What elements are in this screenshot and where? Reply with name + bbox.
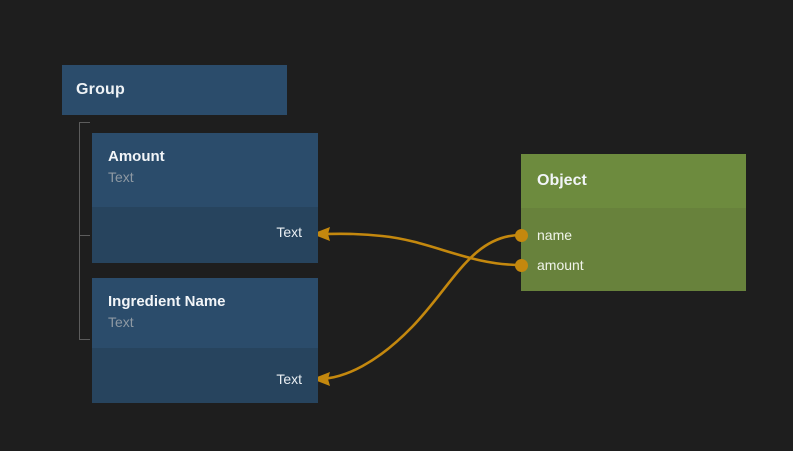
- edge-path: [316, 232, 523, 267]
- node-amount-subtitle: Text: [108, 169, 134, 185]
- circle-port-icon-amount[interactable]: [515, 259, 528, 272]
- circle-port-icon-name[interactable]: [515, 229, 528, 242]
- group-header[interactable]: Group: [62, 65, 287, 115]
- node-object-output-amount[interactable]: amount: [537, 257, 584, 273]
- edge-name-to-ingredient: [312, 233, 523, 386]
- node-amount[interactable]: Amount Text Text: [92, 133, 318, 263]
- node-ingredient-name-port-label[interactable]: Text: [276, 371, 302, 387]
- node-object-output-name[interactable]: name: [537, 227, 573, 243]
- node-amount-title: Amount: [108, 148, 165, 165]
- node-ingredient-name-subtitle: Text: [108, 314, 134, 330]
- node-ingredient-name-title: Ingredient Name: [108, 293, 226, 310]
- group-bracket-stub-bottom: [79, 339, 90, 340]
- node-object-body[interactable]: name amount: [521, 208, 746, 291]
- node-amount-header[interactable]: Amount Text: [92, 133, 318, 207]
- node-amount-port-label[interactable]: Text: [276, 224, 302, 240]
- edge-path: [316, 233, 523, 381]
- node-amount-body[interactable]: Text: [92, 207, 318, 263]
- node-object-header[interactable]: Object: [521, 154, 746, 208]
- edge-amount-to-amount: [312, 227, 523, 267]
- group-bracket: [79, 122, 93, 340]
- node-object-title: Object: [537, 172, 587, 189]
- node-ingredient-name-body[interactable]: Text: [92, 348, 318, 403]
- group-bracket-stub-top: [79, 122, 90, 123]
- group-title: Group: [76, 81, 125, 98]
- node-ingredient-name-header[interactable]: Ingredient Name Text: [92, 278, 318, 348]
- node-ingredient-name[interactable]: Ingredient Name Text Text: [92, 278, 318, 403]
- group-bracket-stub-middle: [79, 235, 90, 236]
- group-bracket-spine: [79, 122, 80, 340]
- node-object[interactable]: Object name amount: [521, 154, 746, 291]
